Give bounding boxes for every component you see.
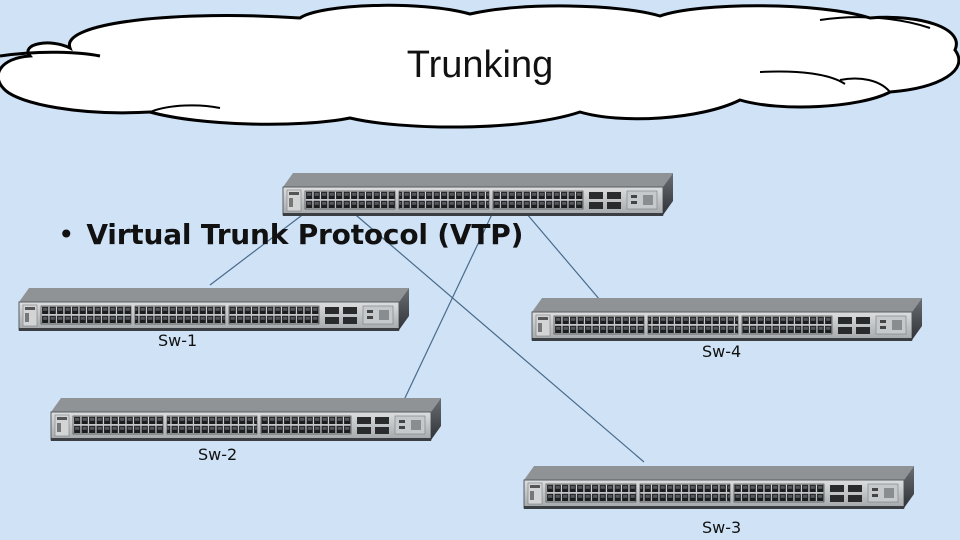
switch-sw-1[interactable] [18,287,410,332]
switch-label-sw-3: Sw-3 [702,518,742,537]
switch-label-sw-4: Sw-4 [702,342,742,361]
bullet-dot-icon: • [58,218,75,251]
link-top-sw3 [349,209,645,463]
bullet-text: Virtual Trunk Protocol (VTP) [86,218,524,251]
switch-top[interactable] [282,172,674,217]
switch-label-sw-2: Sw-2 [198,445,238,464]
trunk-links [209,199,645,463]
switch-sw-3[interactable] [523,465,915,510]
switch-sw-2[interactable] [50,397,442,442]
switch-label-sw-1: Sw-1 [158,331,198,350]
link-top-sw2 [403,209,495,401]
switch-sw-4[interactable] [531,297,923,342]
slide-title: Trunking [406,44,554,86]
title-cloud [0,3,960,129]
link-top-sw4 [514,199,601,301]
bullet-item: • Virtual Trunk Protocol (VTP) [58,218,523,251]
